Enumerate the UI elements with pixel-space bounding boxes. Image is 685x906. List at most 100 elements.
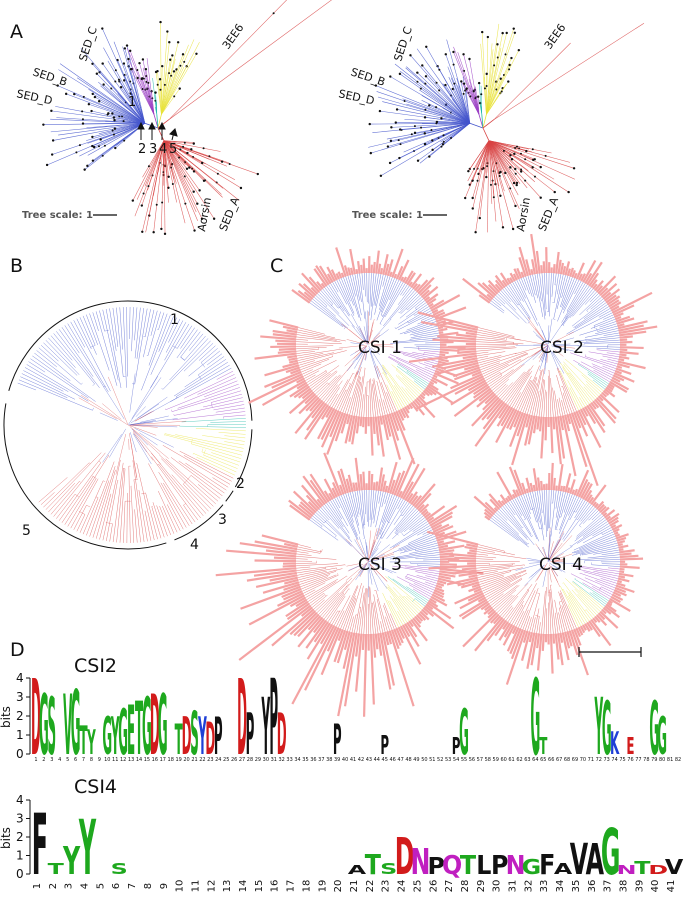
csi-bar bbox=[410, 618, 428, 642]
tree-inner-branch bbox=[364, 351, 367, 360]
tree-tip-marker bbox=[141, 230, 144, 233]
tree-inner-branch bbox=[135, 406, 146, 417]
logo-position-label: 6 bbox=[74, 757, 77, 763]
tree-leaf-branch bbox=[45, 452, 102, 510]
tree-leaf-branch bbox=[340, 586, 359, 629]
logo-letter: D bbox=[205, 713, 215, 765]
tree-arc bbox=[380, 537, 383, 539]
tree-node-marker bbox=[480, 93, 483, 96]
tree-leaf-branch bbox=[373, 273, 379, 306]
csi-bar bbox=[293, 611, 318, 637]
tree-leaf-branch bbox=[571, 300, 605, 327]
csi-bar bbox=[437, 579, 447, 585]
csi-bar bbox=[309, 479, 328, 504]
tree-branch-stem bbox=[482, 114, 487, 129]
csi-bar bbox=[286, 602, 310, 620]
tree-inner-branch bbox=[356, 326, 368, 344]
tree-leaf-branch bbox=[40, 345, 59, 362]
node-number-3: 3 bbox=[149, 142, 157, 157]
tree-leaf-branch bbox=[512, 499, 523, 516]
csi-bar bbox=[357, 260, 361, 274]
csi-bar bbox=[454, 590, 483, 605]
csi-bar bbox=[351, 415, 358, 445]
logo-position-label: 61 bbox=[508, 757, 514, 763]
tree-branch bbox=[80, 48, 146, 124]
tree-leaf-branch bbox=[211, 393, 242, 403]
tree-arc bbox=[576, 518, 578, 520]
tree-node-marker bbox=[171, 182, 174, 185]
tree-node-marker bbox=[473, 167, 476, 170]
tree-leaf-branch bbox=[386, 384, 399, 411]
csi-bar bbox=[612, 304, 635, 316]
tree-leaf-branch bbox=[408, 584, 432, 597]
tree-inner-branch bbox=[348, 564, 363, 571]
tree-tip-marker bbox=[140, 204, 144, 207]
tree-inner-branch bbox=[547, 539, 559, 562]
csi-bar bbox=[588, 620, 601, 638]
tree-leaf-branch bbox=[403, 347, 440, 350]
csi-bar bbox=[597, 503, 605, 512]
csi-bar bbox=[471, 583, 480, 589]
tree-leaf-branch bbox=[158, 464, 201, 519]
tree-arc bbox=[396, 374, 398, 376]
csi-label-2: CSI 2 bbox=[540, 338, 584, 358]
tree-leaf-branch bbox=[503, 368, 530, 403]
tree-leaf-branch bbox=[559, 496, 580, 538]
tree-tip-marker bbox=[451, 87, 454, 91]
tree-leaf-branch bbox=[347, 366, 362, 415]
tree-branch bbox=[130, 69, 155, 115]
tree-leaf-branch bbox=[370, 273, 375, 307]
csi-bar bbox=[304, 626, 338, 691]
tree-branch bbox=[163, 140, 201, 171]
tree-branch-stem bbox=[482, 119, 495, 129]
tree-tip-marker bbox=[113, 127, 117, 130]
tree-leaf-branch bbox=[56, 331, 100, 388]
csi-bar bbox=[438, 572, 456, 578]
logo-position-label: 20 bbox=[333, 880, 344, 893]
tree-leaf-branch bbox=[312, 594, 328, 608]
csi-bar bbox=[308, 276, 322, 292]
tree-leaf-branch bbox=[50, 481, 80, 515]
tree-tip-marker bbox=[485, 72, 488, 76]
tree-leaf-branch bbox=[571, 536, 616, 554]
csi-bar bbox=[323, 478, 336, 499]
tree-leaf-branch bbox=[409, 335, 440, 340]
tree-inner-branch bbox=[131, 421, 154, 425]
csi-bar bbox=[404, 623, 420, 648]
csi-bar bbox=[331, 482, 341, 497]
tree-leaf-branch bbox=[593, 316, 615, 326]
tree-leaf-branch bbox=[309, 365, 340, 387]
tree-inner-branch bbox=[350, 342, 364, 345]
tree-node-marker bbox=[435, 81, 438, 84]
tree-leaf-branch bbox=[109, 308, 117, 351]
logo-position-label: 13 bbox=[128, 757, 134, 763]
logo-letter: G bbox=[657, 706, 667, 767]
tree-leaf-branch bbox=[352, 274, 362, 316]
tree-leaf-branch bbox=[603, 332, 620, 336]
tree-leaf-branch bbox=[569, 288, 594, 319]
tree-arc bbox=[347, 537, 350, 539]
tree-inner-branch bbox=[549, 542, 563, 560]
logo-position-label: 41 bbox=[350, 757, 356, 763]
tree-leaf-branch bbox=[299, 356, 333, 368]
logo-letter: S bbox=[190, 700, 199, 769]
csi-bar bbox=[412, 494, 423, 507]
tree-leaf-branch bbox=[369, 379, 372, 417]
csi-bar bbox=[506, 277, 512, 285]
csi-bar bbox=[568, 630, 579, 656]
tree-leaf-branch bbox=[316, 577, 353, 613]
tree-arc bbox=[503, 551, 505, 554]
csi-bar bbox=[431, 593, 446, 602]
tree-node-marker bbox=[75, 151, 78, 154]
logo-position-label: 43 bbox=[366, 757, 372, 763]
csi-bar bbox=[430, 294, 461, 312]
csi-bar bbox=[436, 319, 446, 325]
csi-bar bbox=[564, 261, 571, 276]
csi-bar bbox=[461, 600, 489, 620]
tree-leaf-branch bbox=[552, 490, 555, 504]
tree-leaf-branch bbox=[317, 293, 350, 326]
csi-bar bbox=[337, 470, 347, 494]
csi-bar bbox=[566, 631, 573, 647]
csi-bar bbox=[508, 410, 520, 430]
tree-leaf-branch bbox=[514, 498, 526, 520]
